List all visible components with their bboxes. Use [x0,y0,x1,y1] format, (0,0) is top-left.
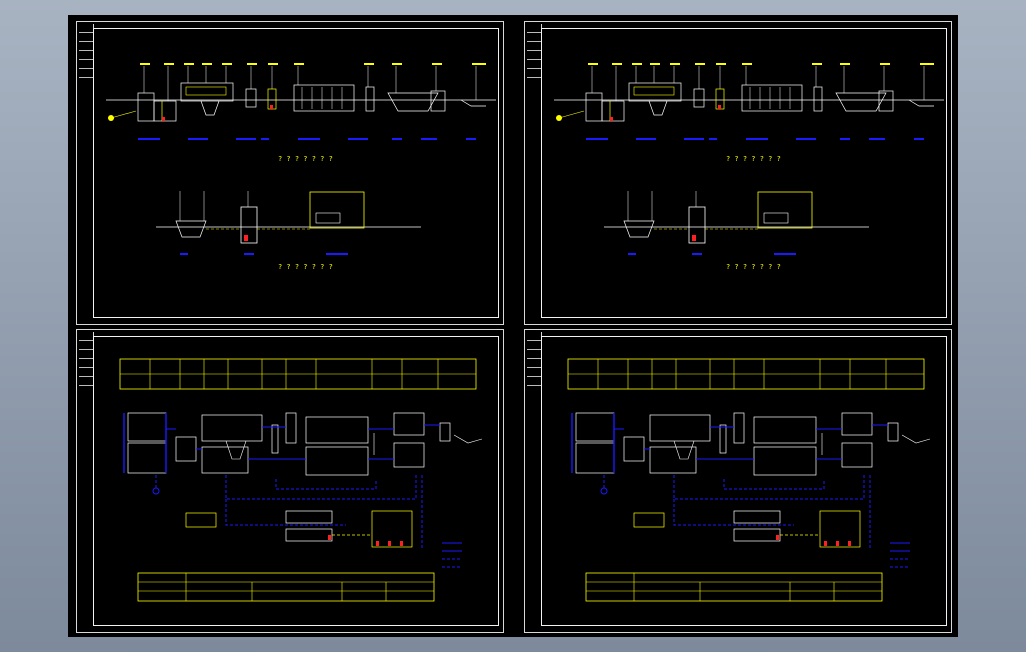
cad-drawing-layer: ? ? ? ? ? ? ? ? ? ? ? ? ? ? ? ? ? ? ? ? … [105,62,945,602]
caption-top-right-1: ? ? ? ? ? ? ? [726,155,781,163]
drawing-canvas[interactable]: ? ? ? ? ? ? ? ? ? ? ? ? ? ? ? ? ? ? ? ? … [68,15,958,637]
sheet-inner-border [93,336,499,626]
sheet-top-right[interactable] [524,21,952,325]
plan-drawing-bottom-left [119,358,483,602]
caption-top-right-2: ? ? ? ? ? ? ? [726,263,781,271]
sheet-bottom-left[interactable] [76,329,504,633]
sheet-inner-border [541,336,947,626]
caption-top-left-2: ? ? ? ? ? ? ? [278,263,333,271]
sheet-inner-border [541,28,947,318]
caption-top-left-1: ? ? ? ? ? ? ? [278,155,333,163]
sheet-top-left[interactable] [76,21,504,325]
plan-drawing-bottom-right [567,358,931,602]
sheet-bottom-right[interactable] [524,329,952,633]
sheet-inner-border [93,28,499,318]
